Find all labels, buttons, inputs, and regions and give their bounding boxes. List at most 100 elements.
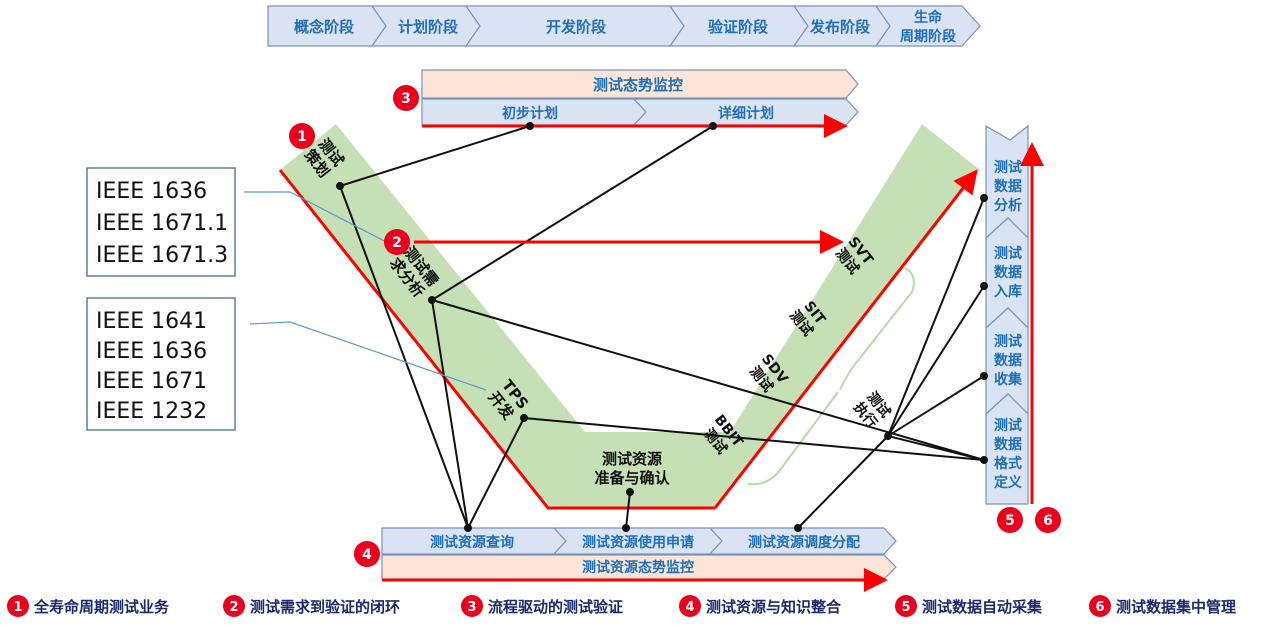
badge-5-circle (997, 507, 1023, 533)
connector-exec-collection (887, 375, 985, 437)
badge-2-circle (384, 229, 410, 255)
connector-exec-allocate (797, 435, 889, 529)
legend-5-text: 测试数据自动采集 (922, 598, 1043, 616)
resource-monitor-label: 测试资源态势监控 (582, 559, 694, 576)
phase-bar: 概念阶段 计划阶段 开发阶段 验证阶段 发布阶段 生命 周期阶段 (267, 5, 981, 47)
legend-5-circle (895, 595, 917, 617)
legend-3-text: 流程驱动的测试验证 (488, 598, 623, 616)
phase-lifecycle-label-1: 生命 (914, 9, 943, 26)
ieee-box-1-line-2: IEEE 1671.1 (96, 211, 228, 236)
v-model (278, 124, 980, 510)
plan-step-initial-label: 初步计划 (502, 105, 558, 122)
resource-step-allocate[interactable] (708, 527, 897, 555)
phase-verify-label: 验证阶段 (708, 18, 768, 36)
badge-1-text: 1 (297, 129, 307, 145)
ieee-box-1-line-3: IEEE 1671.3 (96, 243, 228, 268)
ieee-box-2-leader (249, 321, 487, 391)
plan-track: 测试态势监控 初步计划 详细计划 (421, 69, 859, 138)
resource-monitor-bar[interactable] (381, 554, 897, 580)
data-stage-storage-l2: 数据 (994, 264, 1022, 281)
legend-4-text: 测试资源与知识整合 (706, 598, 842, 616)
badge-6-text: 6 (1043, 513, 1053, 529)
dot-format (980, 456, 988, 464)
phase-concept-label: 概念阶段 (294, 18, 354, 36)
data-stage-format-l4: 定义 (994, 474, 1022, 491)
v-left-red-edge (278, 169, 715, 510)
dot-apply (622, 524, 630, 532)
data-stage-analysis-l1: 测试 (994, 159, 1022, 176)
ieee-box-2-line-3: IEEE 1671 (96, 369, 207, 394)
legend-6-num: 6 (1095, 600, 1104, 615)
data-stage-column: 测试 数据 分析 测试 数据 入库 测试 数据 收集 测试 数据 格式 定义 (985, 124, 1044, 505)
resource-prep-label-1: 测试资源 (602, 450, 662, 468)
legend-5-num: 5 (901, 600, 910, 615)
resource-track: 测试资源查询 测试资源使用申请 测试资源调度分配 测试资源态势监控 (381, 527, 897, 592)
dot-planning (336, 182, 344, 190)
dot-req (428, 296, 436, 304)
data-stage-format-l3: 格式 (994, 455, 1022, 472)
legend-1-text: 全寿命周期测试业务 (33, 598, 170, 616)
data-stage-collection-l3: 收集 (994, 371, 1023, 388)
phase-lifecycle-label-2: 周期阶段 (900, 28, 956, 45)
dot-analysis (980, 194, 988, 202)
dot-exec (884, 432, 892, 440)
data-stage-collection-l1: 测试 (994, 333, 1022, 350)
ieee-box-2-line-1: IEEE 1641 (96, 309, 207, 334)
resource-step-apply-label: 测试资源使用申请 (582, 534, 694, 551)
execution-bracket (747, 267, 915, 486)
plan-monitor-bar[interactable] (421, 69, 859, 99)
phase-plan-label: 计划阶段 (398, 18, 458, 36)
dot-tps (520, 414, 528, 422)
dot-collection (980, 372, 988, 380)
badge-3-circle (393, 85, 419, 111)
ieee-box-1-line-1: IEEE 1636 (96, 179, 207, 204)
connector-prep-apply (625, 491, 631, 529)
ieee-box-1-leader (244, 191, 391, 245)
v-right-red-arrow (713, 169, 978, 509)
legend-1-num: 1 (13, 600, 22, 615)
plan-step-detailed-label: 详细计划 (718, 105, 774, 122)
dot-allocate (794, 524, 802, 532)
data-stage-format-l1: 测试 (994, 417, 1022, 434)
ieee-box-1 (86, 167, 236, 277)
data-stage-collection-l2: 数据 (994, 352, 1022, 369)
connector-lines (339, 125, 985, 529)
badge-6-circle (1035, 507, 1061, 533)
connector-req-resource (431, 299, 469, 529)
legend-2-num: 2 (229, 600, 238, 615)
connector-exec-analysis (887, 197, 985, 437)
ieee-box-2-line-2: IEEE 1636 (96, 339, 207, 364)
legend-4-num: 4 (685, 600, 694, 615)
data-stage-analysis-l2: 数据 (994, 178, 1022, 195)
connector-exec-format (887, 435, 985, 461)
legend-2-circle (223, 595, 245, 617)
dot-storage (980, 282, 988, 290)
connector-exec-storage (887, 285, 985, 437)
phase-lifecycle[interactable] (874, 5, 981, 47)
badge-4-text: 4 (362, 547, 372, 563)
legend-3-num: 3 (467, 600, 476, 615)
legend-6-circle (1089, 595, 1111, 617)
data-stage-storage-l3: 入库 (994, 283, 1022, 300)
dot-detailed (709, 122, 717, 130)
connector-req-detailed (431, 125, 714, 301)
dot-query (464, 524, 472, 532)
ieee-box-2-line-4: IEEE 1232 (96, 399, 207, 424)
data-stage-format[interactable] (985, 393, 1029, 505)
connector-planning-initial (339, 125, 531, 187)
dot-prep (626, 488, 634, 496)
badge-1-circle (289, 123, 315, 149)
dot-initial (526, 122, 534, 130)
data-stage-storage-l1: 测试 (994, 245, 1022, 262)
badge-3-text: 3 (401, 91, 411, 107)
v-model-band (280, 124, 980, 508)
connector-dots (336, 122, 988, 532)
connector-tps-format (523, 417, 985, 461)
legend: 1 全寿命周期测试业务 2 测试需求到验证的闭环 3 流程驱动的测试验证 4 测… (7, 595, 1236, 617)
legend-6-text: 测试数据集中管理 (1116, 598, 1236, 616)
legend-1-circle (7, 595, 29, 617)
resource-step-allocate-label: 测试资源调度分配 (748, 534, 860, 551)
legend-4-circle (679, 595, 701, 617)
phase-release-label: 发布阶段 (809, 18, 870, 36)
